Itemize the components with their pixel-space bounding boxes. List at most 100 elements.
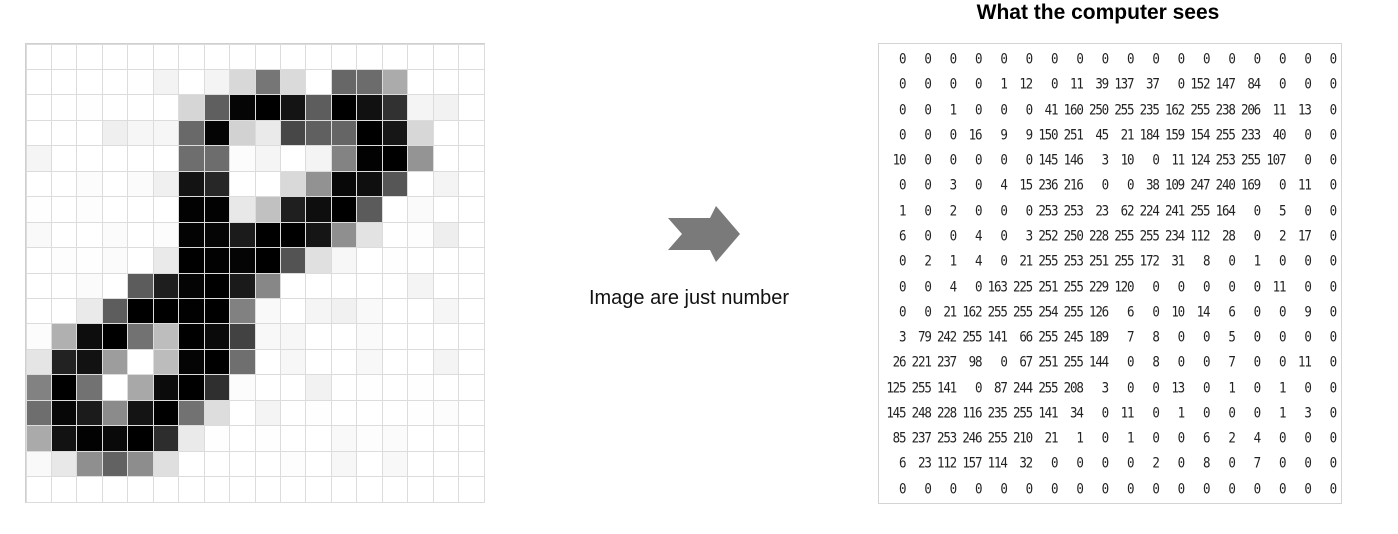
pixel-cell bbox=[381, 221, 409, 249]
matrix-value: 0 bbox=[1329, 403, 1338, 422]
pixel-cell bbox=[305, 450, 332, 478]
pixel-cell bbox=[152, 145, 180, 172]
matrix-value: 152 bbox=[1190, 75, 1210, 93]
matrix-value: 141 bbox=[937, 378, 957, 396]
matrix-value: 3 bbox=[1101, 151, 1110, 169]
matrix-value: 21 bbox=[1044, 429, 1059, 447]
pixel-cell bbox=[101, 247, 129, 274]
pixel-cell bbox=[101, 94, 129, 121]
matrix-value: 0 bbox=[1279, 252, 1287, 270]
pixel-cell bbox=[152, 476, 180, 503]
matrix-value: 0 bbox=[899, 252, 907, 270]
pixel-cell bbox=[407, 297, 434, 325]
matrix-value: 255 bbox=[1013, 302, 1033, 321]
matrix-value: 0 bbox=[1228, 479, 1236, 497]
matrix-value: 0 bbox=[1076, 479, 1084, 497]
pixel-cell bbox=[356, 476, 383, 503]
matrix-value: 0 bbox=[1177, 49, 1186, 68]
pixel-cell bbox=[50, 145, 78, 172]
pixel-cell bbox=[305, 297, 332, 325]
pixel-cell bbox=[458, 247, 485, 274]
matrix-value: 228 bbox=[1089, 226, 1109, 245]
pixel-cell bbox=[229, 374, 256, 401]
matrix-value: 0 bbox=[949, 49, 958, 68]
pixel-cell bbox=[127, 221, 154, 249]
pixel-cell bbox=[305, 272, 332, 299]
matrix-value: 0 bbox=[924, 277, 932, 295]
pixel-cell bbox=[407, 145, 434, 172]
pixel-cell bbox=[127, 247, 154, 274]
matrix-value: 13 bbox=[1298, 100, 1312, 118]
matrix-value: 0 bbox=[1228, 277, 1236, 295]
matrix-value: 116 bbox=[962, 403, 982, 422]
pixel-cell bbox=[203, 399, 231, 427]
pixel-cell bbox=[330, 348, 358, 376]
pixel-cell bbox=[25, 297, 52, 325]
pixel-cell bbox=[178, 94, 205, 121]
matrix-value: 0 bbox=[1304, 479, 1312, 497]
pixel-cell bbox=[178, 247, 205, 274]
pixel-cell bbox=[330, 399, 358, 427]
matrix-value: 255 bbox=[1139, 226, 1160, 245]
pixel-cell bbox=[203, 450, 231, 478]
pixel-cell bbox=[178, 272, 205, 299]
pixel-cell bbox=[305, 425, 332, 452]
pixel-cell bbox=[229, 68, 256, 96]
pixel-cell bbox=[178, 374, 205, 401]
pixel-cell bbox=[432, 43, 460, 70]
pixel-cell bbox=[381, 272, 409, 299]
pixel-cell bbox=[101, 68, 129, 96]
pixel-cell bbox=[407, 196, 434, 223]
matrix-value: 0 bbox=[975, 201, 983, 219]
pixel-cell bbox=[25, 348, 52, 376]
pixel-cell bbox=[356, 399, 383, 427]
pixel-cell bbox=[458, 145, 485, 172]
pixel-cell bbox=[381, 425, 409, 452]
pixel-cell bbox=[381, 247, 409, 274]
matrix-value: 0 bbox=[949, 226, 958, 245]
matrix-value: 189 bbox=[1089, 328, 1109, 346]
pixel-cell bbox=[254, 170, 281, 198]
pixel-cell bbox=[407, 170, 434, 198]
pixel-cell bbox=[279, 221, 307, 249]
pixel-cell bbox=[254, 399, 281, 427]
matrix-value: 0 bbox=[1329, 176, 1338, 194]
pixel-cell bbox=[254, 196, 281, 223]
pixel-cell bbox=[152, 450, 180, 478]
pixel-cell bbox=[356, 425, 383, 452]
matrix-value: 0 bbox=[1329, 125, 1338, 144]
matrix-value: 255 bbox=[1190, 100, 1210, 118]
pixel-cell bbox=[101, 323, 129, 350]
pixel-cell bbox=[178, 399, 205, 427]
pixel-cell bbox=[356, 374, 383, 401]
matrix-value: 98 bbox=[968, 353, 983, 371]
matrix-value: 0 bbox=[1253, 479, 1262, 497]
matrix-value: 11 bbox=[1070, 75, 1084, 93]
matrix-value: 0 bbox=[1101, 479, 1110, 497]
matrix-value: 2 bbox=[949, 201, 958, 219]
matrix-value: 21 bbox=[1019, 252, 1033, 270]
pixel-cell bbox=[356, 145, 383, 172]
pixel-cell bbox=[127, 43, 154, 70]
matrix-value: 253 bbox=[1063, 252, 1084, 270]
pixel-cell bbox=[229, 247, 256, 274]
pixel-cell bbox=[101, 374, 129, 401]
pixel-cell bbox=[305, 145, 332, 172]
pixel-cell bbox=[356, 450, 383, 478]
pixel-cell bbox=[127, 476, 154, 503]
pixel-cell bbox=[305, 221, 332, 249]
matrix-value: 0 bbox=[1329, 226, 1338, 245]
pixel-cell bbox=[127, 145, 154, 172]
matrix-value: 23 bbox=[1095, 201, 1109, 219]
pixel-cell bbox=[254, 43, 281, 70]
matrix-value: 0 bbox=[975, 151, 983, 169]
matrix-value: 0 bbox=[1203, 479, 1211, 497]
matrix-value: 0 bbox=[1253, 353, 1262, 371]
pixel-cell bbox=[76, 119, 103, 147]
pixel-cell bbox=[178, 221, 205, 249]
matrix-value: 0 bbox=[1127, 353, 1135, 371]
matrix-value: 21 bbox=[1120, 125, 1135, 144]
matrix-value: 45 bbox=[1095, 125, 1109, 144]
pixel-cell bbox=[203, 297, 231, 325]
matrix-value: 0 bbox=[1127, 378, 1135, 396]
